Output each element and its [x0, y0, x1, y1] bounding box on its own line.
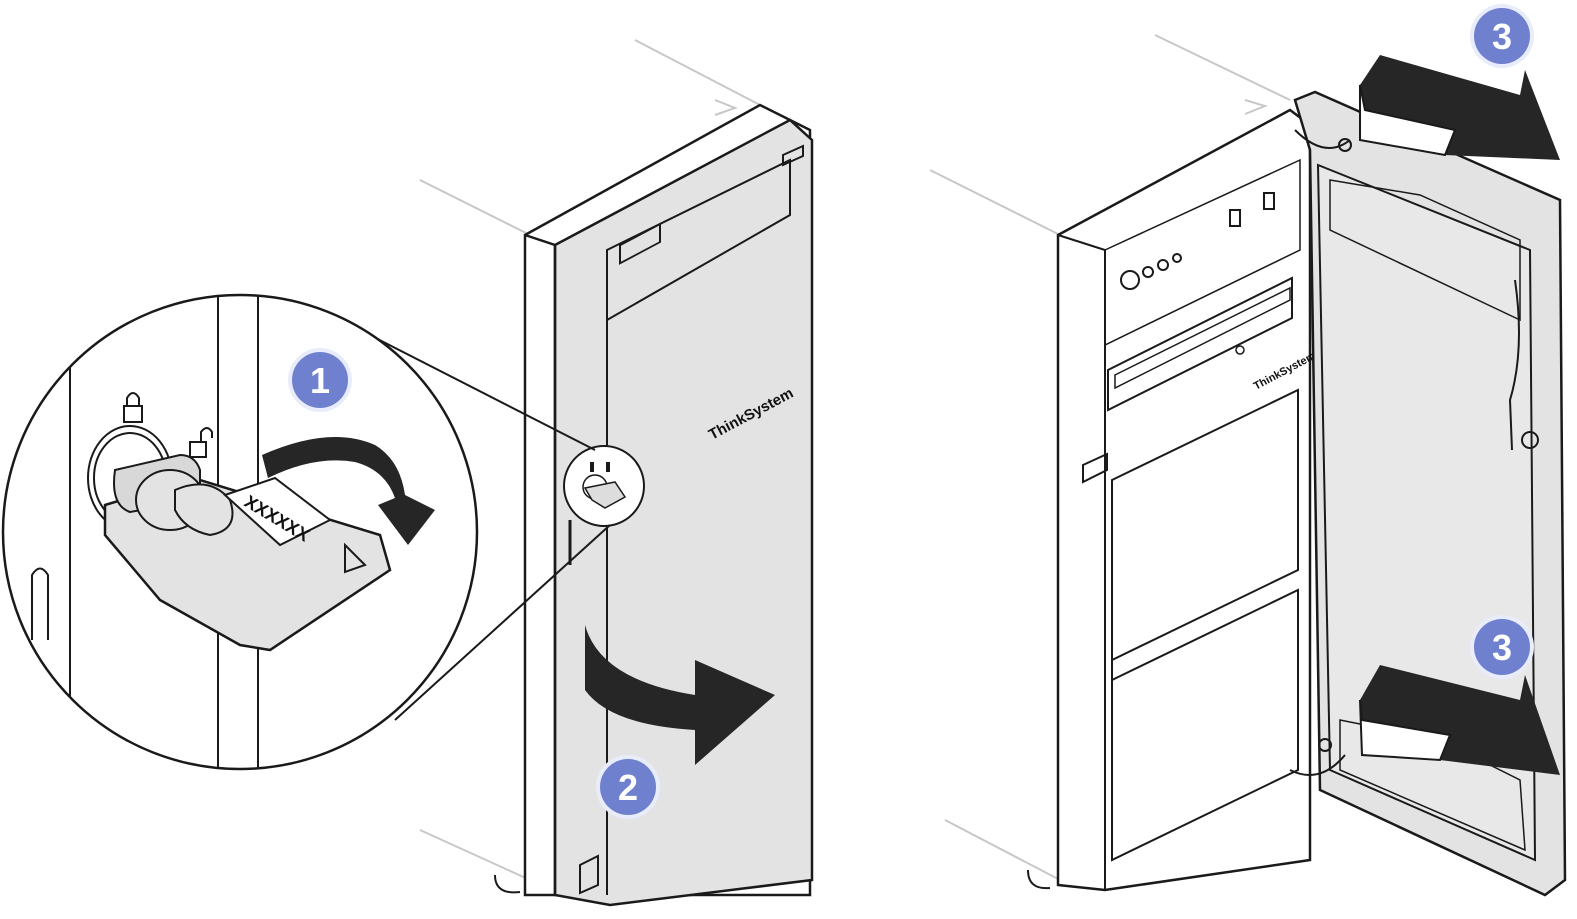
callout-step-1-number: 1	[310, 360, 330, 401]
pull-door-arrow-bottom	[1360, 665, 1560, 775]
lock-open-icon	[189, 427, 213, 458]
left-chassis-outline	[419, 39, 761, 881]
callout-step-3-bottom: 3	[1470, 615, 1534, 679]
lock-closed-icon	[123, 392, 143, 423]
callout-step-2: 2	[596, 755, 660, 819]
lock-magnifier: XXXXXX	[1, 293, 611, 771]
power-icon	[1120, 253, 1182, 290]
right-server-open-door: ThinkSystem	[929, 34, 1567, 897]
callout-step-1: 1	[288, 348, 352, 412]
usb-icon	[1229, 192, 1275, 227]
left-door-lock	[563, 445, 645, 527]
callout-step-3-top: 3	[1470, 4, 1534, 68]
right-chassis-front	[1056, 108, 1312, 892]
right-chassis-outline	[929, 34, 1291, 881]
rotate-key-arrow	[262, 437, 435, 545]
callout-step-2-number: 2	[618, 767, 638, 808]
pull-door-arrow-top	[1360, 55, 1560, 160]
open-door-arrow	[585, 625, 775, 765]
callout-step-3-top-number: 3	[1492, 16, 1512, 57]
callout-step-3-bottom-number: 3	[1492, 627, 1512, 668]
key: XXXXXX	[103, 453, 392, 652]
optical-drive	[1107, 276, 1293, 412]
